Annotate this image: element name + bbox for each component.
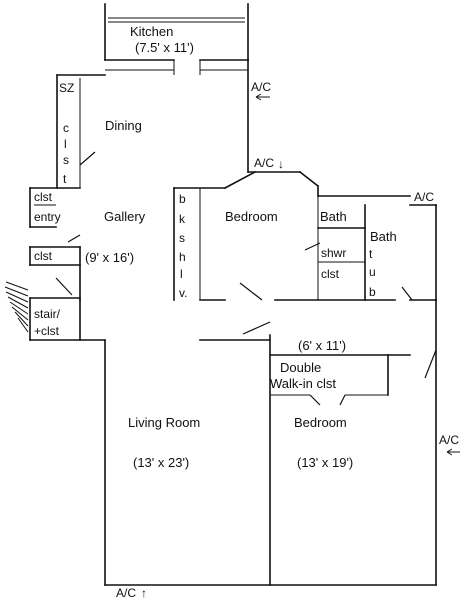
bedroom-small-label: Bedroom	[225, 209, 278, 224]
bkshlv-k: k	[179, 212, 186, 226]
bkshlv-v: v.	[179, 286, 187, 300]
sz-label: SZ	[59, 81, 74, 95]
clst-vertical-c: c	[63, 121, 69, 135]
gallery-size: (9' x 16')	[85, 250, 134, 265]
shwr-label: shwr	[321, 246, 346, 260]
clst-gallery-label: clst	[34, 249, 53, 263]
ac-hall-label: A/C	[254, 156, 274, 170]
ac-right-side-label: A/C	[439, 433, 459, 447]
bedroom-large-label: Bedroom	[294, 415, 347, 430]
dining-label: Dining	[105, 118, 142, 133]
kitchen-size: (7.5' x 11')	[135, 40, 194, 55]
walk-in-size: (6' x 11')	[298, 338, 346, 353]
clst-vertical-l: l	[64, 137, 67, 151]
walls	[29, 3, 437, 586]
living-room-size: (13' x 23')	[133, 455, 189, 470]
stair-label-line2: +clst	[34, 324, 60, 338]
tub-t: t	[369, 247, 373, 261]
clst-bath-label: clst	[321, 267, 340, 281]
walk-in-line2: Walk-in clst	[270, 376, 336, 391]
doors	[55, 151, 437, 406]
ac-bottom-arrow-icon: ↑	[141, 586, 147, 600]
kitchen-label: Kitchen	[130, 24, 173, 39]
bkshlv-s: s	[179, 231, 185, 245]
bkshlv-l: l	[180, 267, 183, 281]
clst-vertical-s: s	[63, 153, 69, 167]
tub-u: u	[369, 265, 376, 279]
living-room-label: Living Room	[128, 415, 200, 430]
bkshlv-b: b	[179, 192, 186, 206]
stair-label-line1: stair/	[34, 307, 61, 321]
bath-label: Bath	[370, 229, 397, 244]
entry-label: entry	[34, 210, 61, 224]
ac-arrows	[255, 93, 460, 456]
walk-in-line1: Double	[280, 360, 321, 375]
clst-vertical-t: t	[63, 172, 67, 186]
bkshlv-h: h	[179, 250, 186, 264]
clst-entry-label: clst	[34, 190, 53, 204]
stair-hatching	[4, 281, 29, 333]
ac-bottom-label: A/C	[116, 586, 136, 600]
bedroom-large-size: (13' x 19')	[297, 455, 353, 470]
gallery-label: Gallery	[104, 209, 146, 224]
ac-hall-arrow-icon: ↓	[278, 157, 284, 171]
ac-kitchen-label: A/C	[251, 80, 271, 94]
tub-b: b	[369, 285, 376, 299]
bath-small-label: Bath	[320, 209, 347, 224]
ac-bath-top-label: A/C	[414, 190, 434, 204]
